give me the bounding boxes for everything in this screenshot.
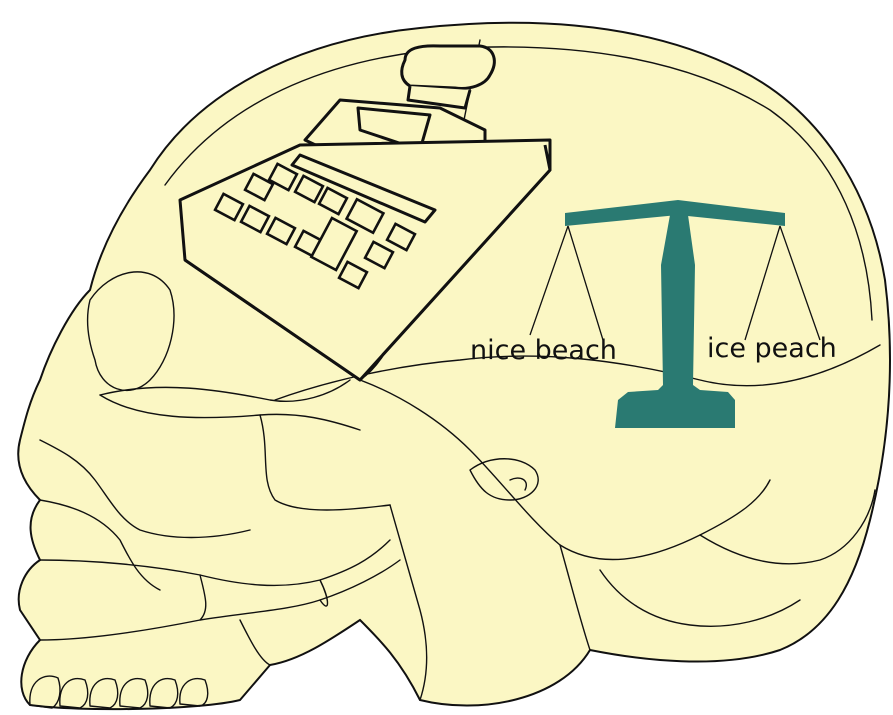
right-pan-label: ice peach <box>707 333 837 364</box>
left-pan-label: nice beach <box>470 335 617 366</box>
